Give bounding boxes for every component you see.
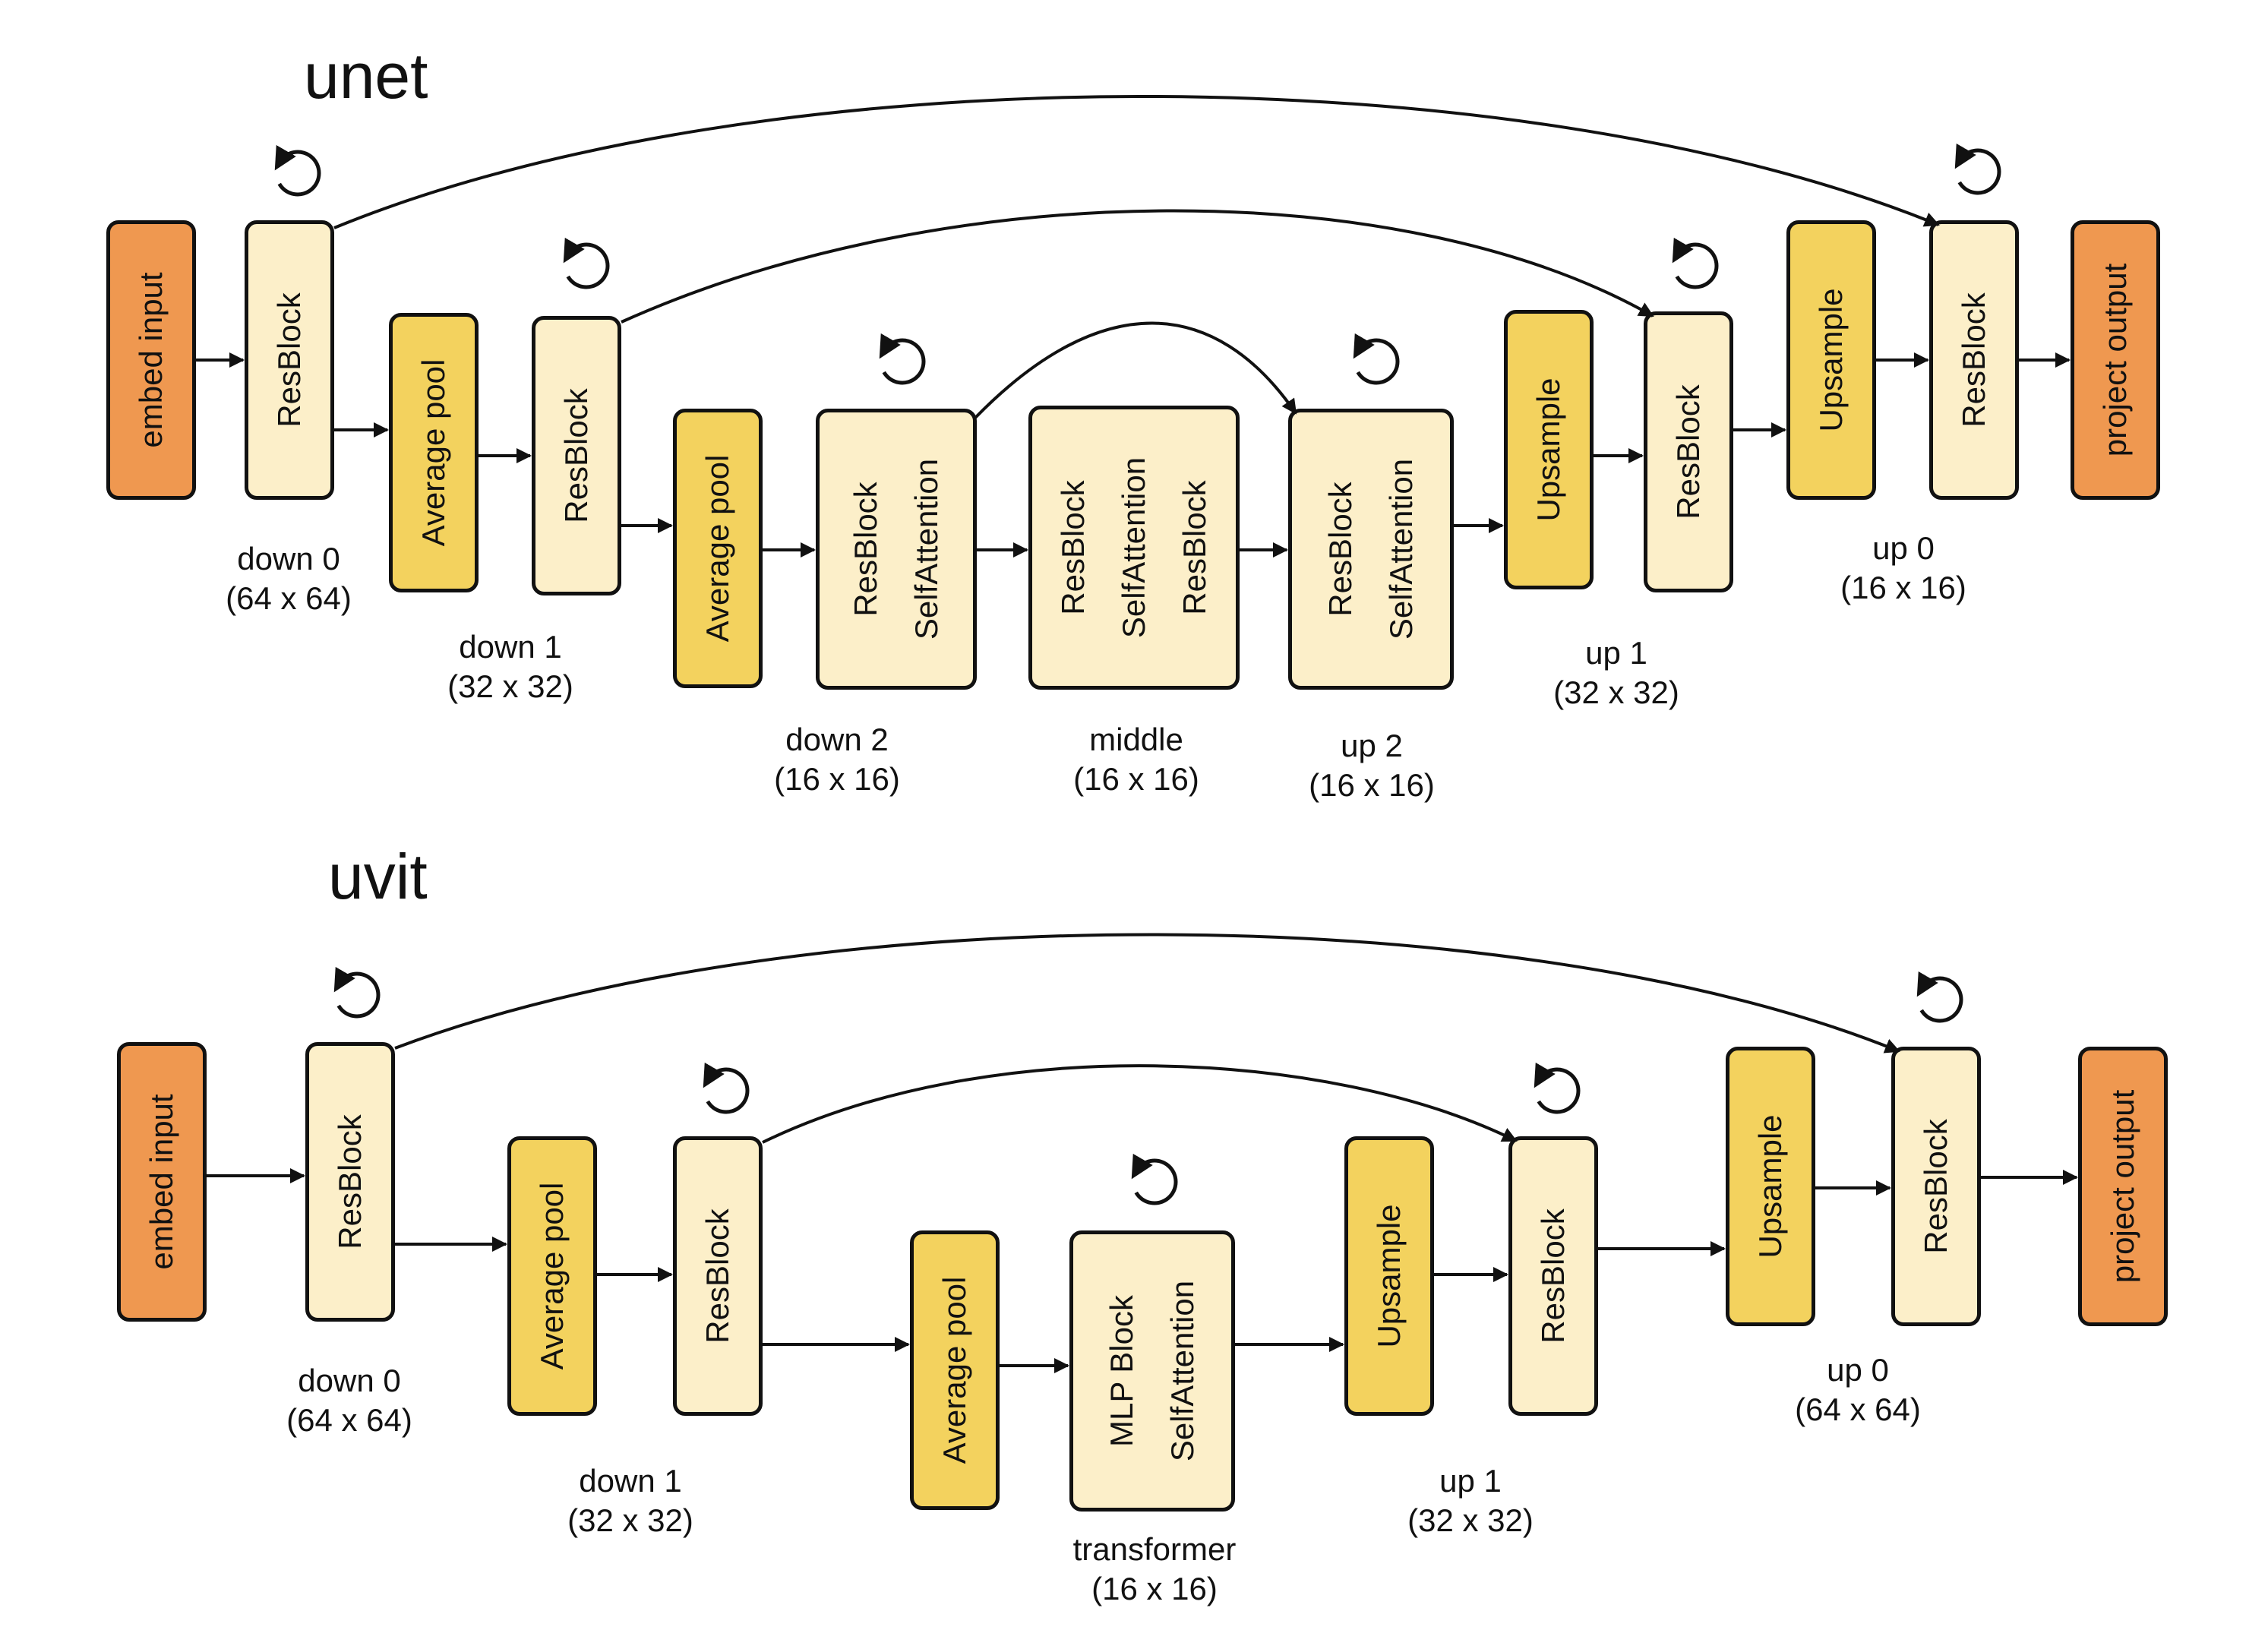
counterclockwise-loop-arrow-icon (1916, 971, 1963, 1023)
stage-resolution: (64 x 64) (286, 1402, 412, 1438)
skip-connection-arrow (762, 1064, 1518, 1144)
skip-connection-arrow (394, 933, 1900, 1053)
stage-name: down 2 (785, 722, 889, 757)
block-v-us1: Upsample (1344, 1136, 1434, 1416)
stage-name: down 1 (579, 1463, 682, 1499)
stage-caption: up 0 (64 x 64) (1795, 1350, 1921, 1429)
stage-caption: middle (16 x 16) (1073, 720, 1199, 799)
diagram-title-uvit: uvit (328, 841, 428, 912)
block-u-rbu0: ResBlock (1929, 220, 2019, 500)
stage-caption: up 2 (16 x 16) (1309, 726, 1435, 805)
counterclockwise-loop-arrow-icon (1131, 1153, 1178, 1205)
stage-resolution: (64 x 64) (226, 580, 352, 616)
counterclockwise-loop-arrow-icon (1672, 237, 1719, 289)
stage-resolution: (16 x 16) (1309, 767, 1435, 803)
stage-caption: up 1(32 x 32) (1407, 1461, 1534, 1540)
stage-name: transformer (1072, 1531, 1237, 1567)
stage-caption: down 2 (16 x 16) (774, 720, 900, 799)
counterclockwise-loop-arrow-icon (274, 144, 321, 197)
counterclockwise-loop-arrow-icon (1353, 333, 1400, 385)
block-u-proj: project output (2071, 220, 2160, 500)
skip-connection-arrow (621, 209, 1654, 324)
stage-resolution: (16 x 16) (1840, 570, 1966, 605)
stage-resolution: (64 x 64) (1795, 1392, 1921, 1427)
block-v-rb0: ResBlock (305, 1042, 395, 1322)
counterclockwise-loop-arrow-icon (1534, 1062, 1581, 1114)
stage-caption: down 1(32 x 32) (567, 1461, 693, 1540)
counterclockwise-loop-arrow-icon (563, 237, 610, 289)
block-v-ap2: Average pool (910, 1230, 1000, 1510)
block-u-ap2: Average pool (673, 409, 763, 688)
block-v-rbu1: ResBlock (1508, 1136, 1598, 1416)
stage-resolution: (16 x 16) (1091, 1571, 1218, 1606)
stage-resolution: (32 x 32) (1407, 1502, 1534, 1538)
stage-name: up 1 (1585, 635, 1647, 671)
stage-caption: transformer (16 x 16) (1073, 1530, 1237, 1609)
stage-resolution: (32 x 32) (1553, 674, 1679, 710)
block-v-proj: project output (2078, 1047, 2168, 1326)
stage-name: down 0 (237, 541, 340, 577)
block-v-ap1: Average pool (507, 1136, 597, 1416)
stage-name: up 0 (1827, 1352, 1889, 1388)
stage-resolution: (16 x 16) (774, 761, 900, 797)
counterclockwise-loop-arrow-icon (333, 966, 381, 1019)
stage-name: middle (1089, 722, 1183, 757)
stage-resolution: (32 x 32) (567, 1502, 693, 1538)
block-u-embed: embed input (106, 220, 196, 500)
stage-name: up 2 (1341, 728, 1403, 763)
block-u-us0: Upsample (1786, 220, 1876, 500)
stage-resolution: (32 x 32) (447, 668, 573, 704)
stage-name: down 0 (298, 1363, 401, 1398)
skip-connection-arrow (333, 95, 1940, 229)
block-u-rb0: ResBlock (245, 220, 334, 500)
stage-name: up 0 (1872, 530, 1935, 566)
stage-caption: down 1(32 x 32) (447, 627, 573, 706)
counterclockwise-loop-arrow-icon (703, 1062, 750, 1114)
stage-name: down 1 (459, 629, 562, 665)
block-u-rbu1: ResBlock (1644, 311, 1733, 592)
stage-caption: up 1(32 x 32) (1553, 633, 1679, 712)
block-v-rb1: ResBlock (673, 1136, 763, 1416)
block-v-rbu0: ResBlock (1891, 1047, 1981, 1326)
stage-caption: down 0 (64 x 64) (286, 1361, 412, 1440)
diagram-title-unet: unet (304, 40, 428, 112)
counterclockwise-loop-arrow-icon (1954, 143, 2001, 195)
block-u-us1: Upsample (1504, 310, 1594, 589)
stage-name: up 1 (1439, 1463, 1502, 1499)
block-u-ap1: Average pool (389, 313, 479, 592)
block-v-us0: Upsample (1726, 1047, 1815, 1326)
stage-caption: up 0 (16 x 16) (1840, 529, 1966, 608)
counterclockwise-loop-arrow-icon (879, 333, 926, 385)
skip-connection-arrow (974, 321, 1297, 419)
stage-caption: down 0(64 x 64) (226, 539, 352, 618)
block-v-embed: embed input (117, 1042, 207, 1322)
block-u-rb1: ResBlock (532, 316, 621, 595)
stage-resolution: (16 x 16) (1073, 761, 1199, 797)
